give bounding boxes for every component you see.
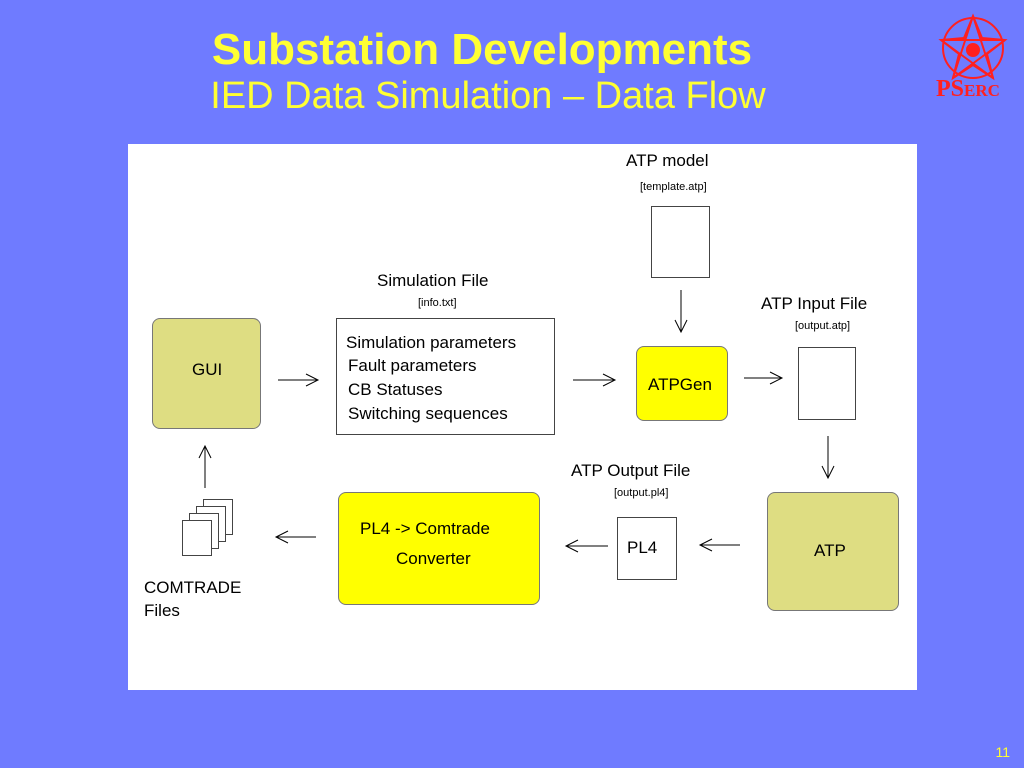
pserc-star-logo-icon (938, 13, 1008, 81)
atpgen-box: ATPGen (636, 346, 728, 421)
atp-output-file-name: [output.pl4] (614, 487, 669, 499)
comtrade-files-line2: Files (144, 601, 180, 620)
converter-box: PL4 -> Comtrade Converter (338, 492, 540, 605)
atp-input-file-label: ATP Input File (761, 294, 868, 313)
page-number: 11 (995, 744, 1010, 760)
simulation-file-name: [info.txt] (418, 297, 457, 309)
atp-model-file-label: [template.atp] (640, 181, 707, 193)
atp-input-file-name: [output.atp] (795, 320, 851, 332)
gui-label: GUI (192, 360, 223, 379)
atp-label: ATP (814, 541, 846, 560)
converter-line2: Converter (396, 549, 471, 568)
slide-title: Substation Developments (211, 25, 753, 74)
cb-statuses-text: CB Statuses (348, 380, 443, 399)
simulation-file-label: Simulation File (377, 271, 489, 290)
comtrade-file-icon (182, 520, 212, 556)
atpgen-label: ATPGen (648, 375, 712, 394)
atp-box: ATP (767, 492, 899, 611)
atp-output-file-label: ATP Output File (571, 461, 691, 480)
fault-parameters-text: Fault parameters (348, 356, 477, 375)
converter-line1: PL4 -> Comtrade (360, 519, 490, 538)
data-flow-diagram: ATP model [template.atp] Simulation File… (128, 144, 917, 690)
pl4-label: PL4 (627, 538, 658, 557)
simulation-parameters-text: Simulation parameters (346, 333, 517, 352)
pserc-logo-text: PSERC (936, 76, 1000, 102)
atp-model-document (651, 206, 710, 278)
switching-sequences-text: Switching sequences (348, 404, 508, 423)
slide-subtitle: IED Data Simulation – Data Flow (210, 75, 766, 117)
atp-model-label: ATP model (626, 151, 709, 170)
comtrade-files-line1: COMTRADE (144, 578, 242, 597)
simulation-file-box: Simulation parameters Fault parameters C… (336, 318, 555, 435)
gui-box: GUI (152, 318, 261, 429)
pl4-box: PL4 (617, 517, 677, 580)
atp-input-document (798, 347, 856, 420)
flow-arrows (198, 290, 835, 553)
